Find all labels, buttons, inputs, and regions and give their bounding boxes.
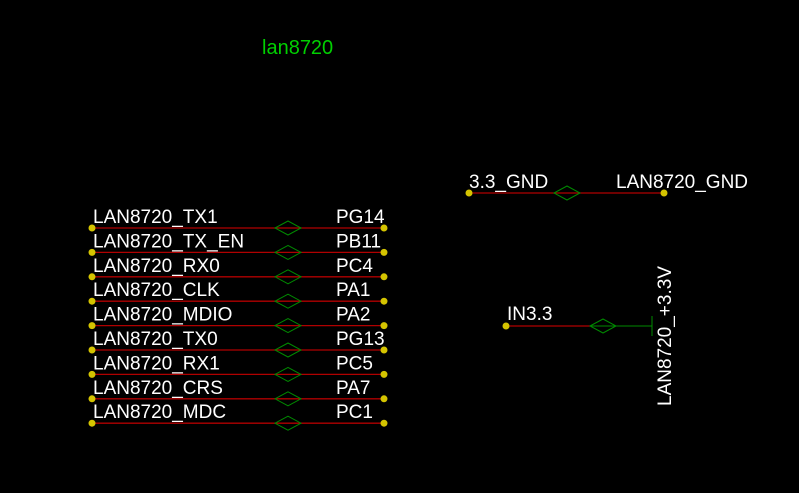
net-tie-symbol xyxy=(273,415,303,431)
left-junction xyxy=(88,395,96,403)
gnd-left-label: 3.3_GND xyxy=(469,172,548,193)
net-tie-symbol xyxy=(273,293,303,309)
net-tie-row: LAN8720_TX1 PG14 xyxy=(88,207,388,236)
left-junction xyxy=(88,224,96,232)
net-tie-symbol xyxy=(273,366,303,382)
right-net-label: PG14 xyxy=(336,207,385,228)
left-net-label: LAN8720_MDIO xyxy=(93,305,232,326)
net-tie-symbol xyxy=(273,220,303,236)
power-left-junction xyxy=(502,322,510,330)
right-junction xyxy=(380,297,388,305)
left-junction xyxy=(88,248,96,256)
right-net-label: PG13 xyxy=(336,329,385,350)
left-net-label: LAN8720_MDC xyxy=(93,402,226,423)
left-junction xyxy=(88,273,96,281)
net-tie-row: LAN8720_RX1 PC5 xyxy=(88,353,388,382)
net-tie-row: LAN8720_TX0 PG13 xyxy=(88,329,388,358)
right-junction xyxy=(380,273,388,281)
net-tie-symbol xyxy=(273,244,303,260)
left-junction xyxy=(88,419,96,427)
right-net-label: PA7 xyxy=(336,378,371,399)
right-net-label: PA1 xyxy=(336,280,371,301)
net-tie-row: LAN8720_MDIO PA2 xyxy=(88,305,388,334)
right-junction xyxy=(380,322,388,330)
power-tie-symbol xyxy=(588,318,618,334)
gnd-tie-symbol xyxy=(552,185,582,201)
left-net-label: LAN8720_CLK xyxy=(93,280,220,301)
left-junction xyxy=(88,346,96,354)
power-right-label: LAN8720_+3.3V xyxy=(655,266,676,406)
left-junction xyxy=(88,297,96,305)
net-tie-row: LAN8720_MDC PC1 xyxy=(88,402,388,431)
left-net-label: LAN8720_TX_EN xyxy=(93,231,244,252)
net-tie-row: LAN8720_TX_EN PB11 xyxy=(88,231,388,260)
right-net-label: PB11 xyxy=(336,231,381,252)
net-tie-row: LAN8720_CRS PA7 xyxy=(88,378,388,407)
left-net-label: LAN8720_CRS xyxy=(93,378,223,399)
left-net-label: LAN8720_RX0 xyxy=(93,256,220,277)
right-junction xyxy=(380,419,388,427)
power-left-label: IN3.3 xyxy=(507,304,552,325)
net-tie-symbol xyxy=(273,269,303,285)
right-junction xyxy=(380,346,388,354)
power-net-tie: IN3.3 LAN8720_+3.3V xyxy=(502,266,676,406)
right-net-label: PA2 xyxy=(336,305,371,326)
net-tie-symbol xyxy=(273,391,303,407)
gnd-right-junction xyxy=(660,189,668,197)
left-net-label: LAN8720_TX0 xyxy=(93,329,218,350)
left-junction xyxy=(88,370,96,378)
net-tie-symbol xyxy=(273,342,303,358)
right-junction xyxy=(380,248,388,256)
right-net-label: PC4 xyxy=(336,256,373,277)
right-junction xyxy=(380,370,388,378)
left-junction xyxy=(88,322,96,330)
right-net-label: PC5 xyxy=(336,353,373,374)
right-junction xyxy=(380,395,388,403)
net-tie-row: LAN8720_RX0 PC4 xyxy=(88,256,388,285)
left-net-label: LAN8720_RX1 xyxy=(93,353,220,374)
net-tie-row: LAN8720_CLK PA1 xyxy=(88,280,388,309)
gnd-left-junction xyxy=(465,189,473,197)
right-junction xyxy=(380,224,388,232)
sheet-title: lan8720 xyxy=(262,37,333,59)
net-tie-symbol xyxy=(273,318,303,334)
gnd-net-tie: 3.3_GND LAN8720_GND xyxy=(465,172,748,201)
left-net-label: LAN8720_TX1 xyxy=(93,207,218,228)
right-net-label: PC1 xyxy=(336,402,373,423)
gnd-right-label: LAN8720_GND xyxy=(616,172,748,193)
